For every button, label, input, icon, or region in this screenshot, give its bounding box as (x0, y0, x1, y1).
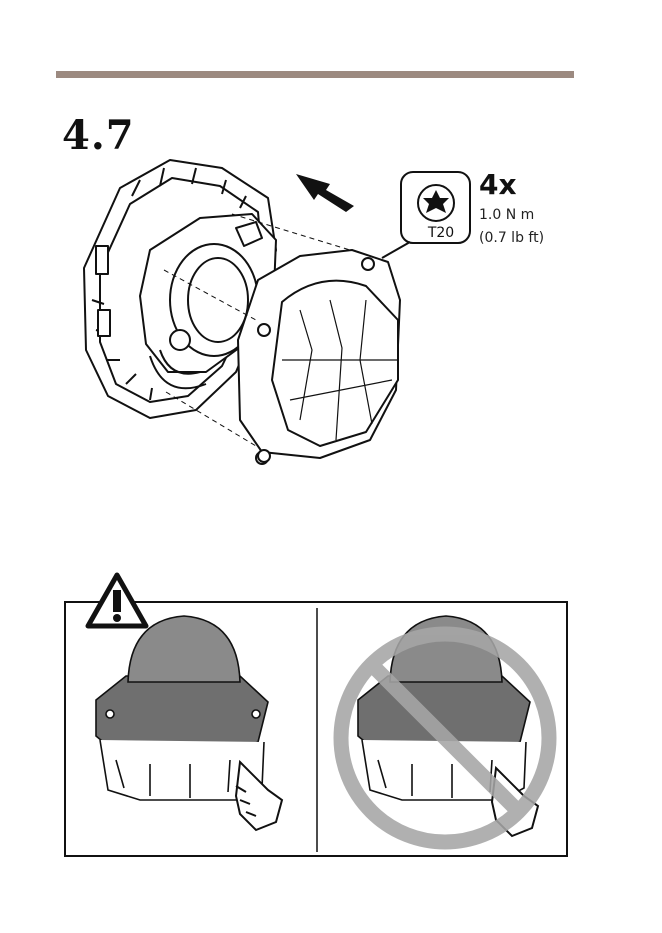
callout-pointer (382, 242, 410, 258)
direction-arrow-icon (296, 174, 354, 212)
warning-triangle-icon (88, 575, 146, 626)
torque-imperial: (0.7 lb ft) (479, 229, 544, 247)
bit-label: T20 (421, 225, 461, 241)
torque-metric: 1.0 N m (479, 206, 534, 224)
quantity-label: 4x (479, 168, 517, 202)
